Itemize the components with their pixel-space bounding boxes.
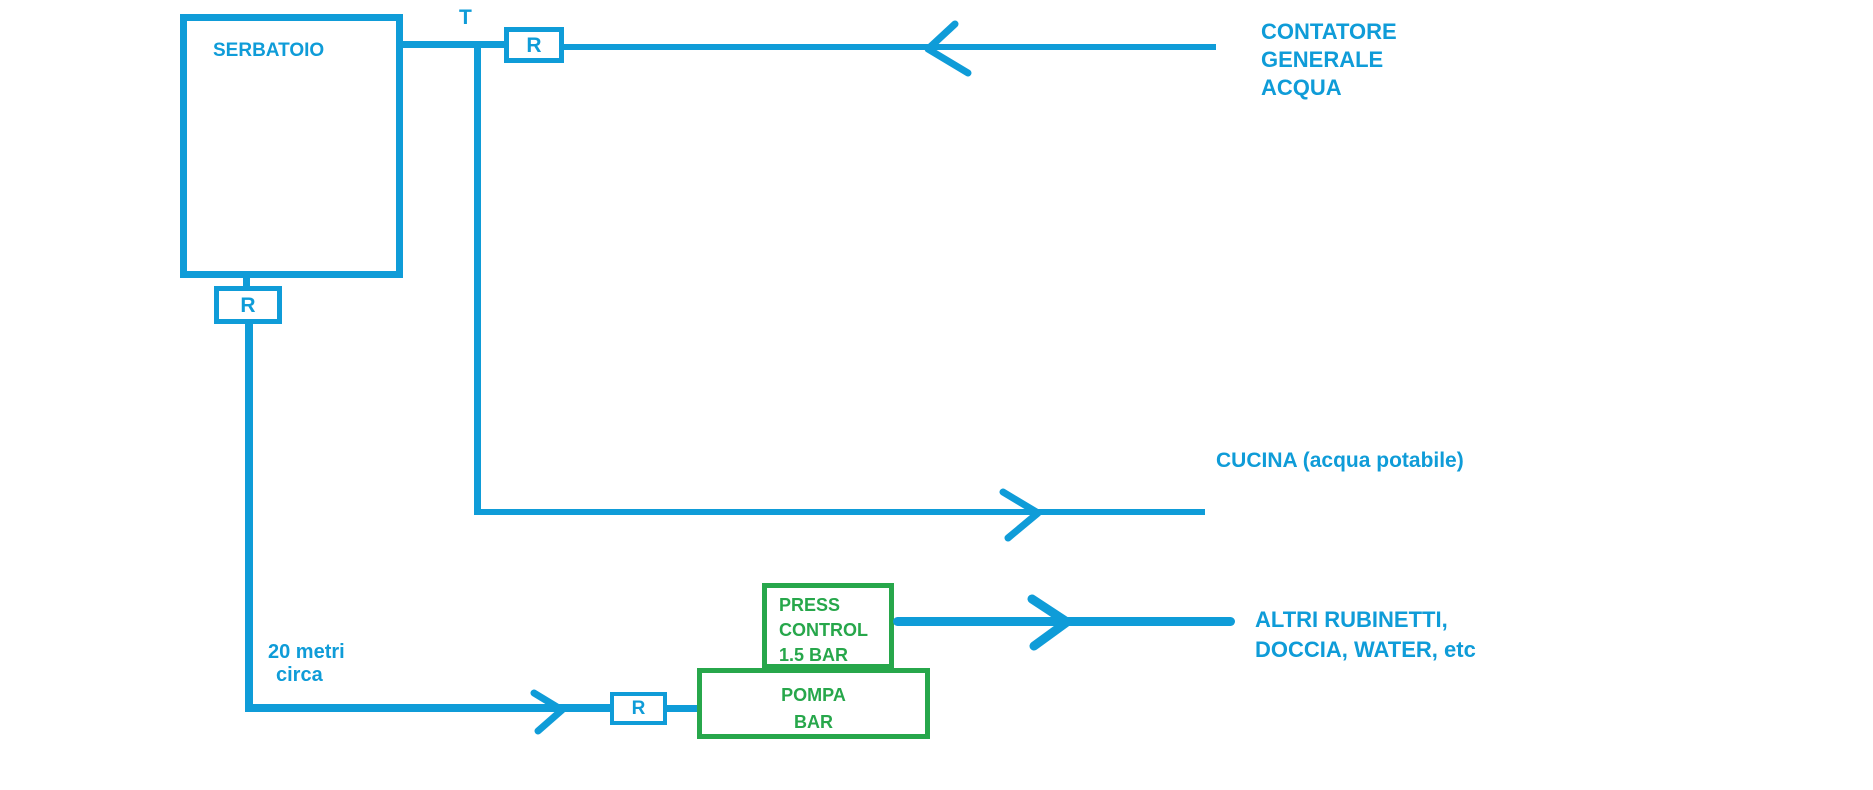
pipe-bottom: [245, 704, 612, 712]
press-control-box: PRESS CONTROL 1.5 BAR: [762, 583, 894, 669]
output-flow-arrow-right-icon: [1027, 594, 1072, 651]
valve-label-pump-inlet: R: [631, 698, 646, 719]
meter-label-line1: CONTATORE: [1261, 19, 1397, 44]
distance-label: 20 metri circa: [268, 641, 345, 687]
valve-box-top: R: [504, 27, 564, 63]
pipe-main-down: [245, 322, 253, 712]
valve-box-tank-bottom: R: [214, 286, 282, 324]
distance-label-line2: circa: [276, 664, 323, 686]
meter-label-line3: ACQUA: [1261, 75, 1342, 100]
kitchen-label: CUCINA (acqua potabile): [1216, 449, 1464, 472]
pipe-junction-down: [474, 46, 481, 514]
press-control-line2: CONTROL: [779, 620, 868, 640]
pipe-tank-to-junction: [397, 41, 506, 48]
pipe-valve-to-pump: [663, 705, 699, 712]
pump-label-line2: BAR: [794, 712, 833, 732]
pipe-to-meter: [562, 44, 1216, 50]
other-taps-line2: DOCCIA, WATER, etc: [1255, 637, 1476, 662]
tank-label: SERBATOIO: [213, 40, 325, 61]
pipe-kitchen: [474, 509, 1205, 515]
distance-label-line1: 20 metri: [268, 641, 345, 663]
other-taps-label: ALTRI RUBINETTI, DOCCIA, WATER, etc: [1255, 605, 1476, 665]
pump-box: POMPA BAR: [697, 668, 930, 739]
press-control-line1: PRESS: [779, 595, 841, 615]
press-control-line3: 1.5 BAR: [779, 645, 849, 665]
kitchen-flow-arrow-right-icon: [999, 488, 1042, 542]
meter-label-line2: GENERALE: [1261, 47, 1384, 72]
pump-label-line1: POMPA: [781, 685, 846, 705]
tank-box: SERBATOIO: [180, 14, 403, 278]
meter-label: CONTATORE GENERALE ACQUA: [1261, 18, 1397, 102]
valve-label-top: R: [526, 33, 542, 57]
pipe-tank-to-valve: [243, 272, 250, 292]
other-taps-line1: ALTRI RUBINETTI,: [1255, 607, 1448, 632]
flow-arrow-left-icon: [924, 20, 972, 77]
pump-flow-arrow-right-icon: [530, 689, 566, 735]
valve-box-pump-inlet: R: [610, 692, 667, 725]
valve-label-tank-bottom: R: [240, 293, 256, 317]
t-junction-label: T: [459, 6, 472, 29]
